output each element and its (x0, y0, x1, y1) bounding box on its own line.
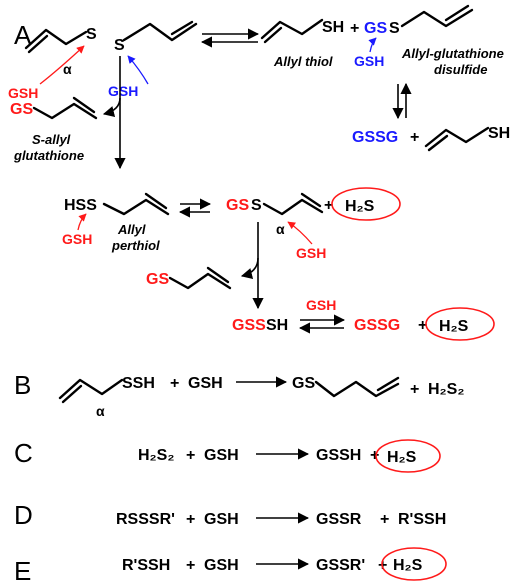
plus-sign: + (324, 197, 333, 214)
gsh-red-label: GSH (62, 231, 92, 247)
h2s2-label: H₂S₂ (138, 447, 174, 464)
alpha-label: α (96, 403, 105, 419)
panel-label-d: D (14, 500, 33, 530)
allyl-perthiol-b: SSH α (58, 375, 155, 419)
s-allyl-glutathione-b: GS (292, 375, 400, 398)
gsh-label: GSH (188, 375, 223, 392)
sh-label: SH (266, 317, 288, 334)
thiol-sh-label: SH (322, 19, 344, 36)
sulfur-label: S (251, 197, 262, 214)
plus-sign: + (350, 20, 359, 37)
alpha-label: α (63, 61, 72, 77)
sulfur-label: S (86, 26, 97, 43)
gssr-prime-label: GSSR' (316, 557, 365, 574)
s-allyl-caption-1: S-allyl (32, 132, 71, 147)
rsssr-label: RSSSR' (116, 511, 175, 528)
h2s-highlight-ring (425, 307, 495, 341)
gsh-blue-label: GSH (354, 53, 384, 69)
h2s-label: H₂S (439, 318, 469, 335)
gsh-label: GSH (204, 511, 239, 528)
sulfur-label: S (389, 20, 400, 37)
plus-sign: + (410, 129, 419, 146)
allyl-glutathione-caption-1: Allyl-glutathione (401, 46, 504, 61)
gss-red-label: GSS (232, 317, 266, 334)
allyl-glutathione-disulfide: GS S Allyl-glutathione disulfide (364, 4, 504, 77)
plus-sign: + (380, 511, 389, 528)
allyl-thiol-caption: Allyl thiol (273, 54, 333, 69)
gsh-red-label: GSH (306, 297, 336, 313)
s-allyl-glutathione-product: GS (146, 266, 232, 290)
h2s-highlight-ring (381, 547, 447, 581)
allyl-glutathione-caption-2: disulfide (434, 62, 487, 77)
h2s2-label: H₂S₂ (428, 381, 464, 398)
panel-label-b: B (14, 370, 31, 400)
panel-label-c: C (14, 438, 33, 468)
s-allyl-caption-2: glutathione (13, 148, 84, 163)
h2s-label: H₂S (387, 449, 417, 466)
plus-sign: + (186, 511, 195, 528)
plus-sign: + (186, 447, 195, 464)
plus-sign: + (170, 375, 179, 392)
thiol-sh-label: SH (488, 125, 510, 142)
gsh-red-label: GSH (8, 85, 38, 101)
gs-red-label: GS (10, 101, 33, 118)
allyl-thiol-product: SH (424, 125, 510, 152)
h2s-label: H₂S (345, 198, 375, 215)
plus-sign: + (410, 381, 419, 398)
rssh-label: R'SSH (122, 557, 170, 574)
gssh-label: GSSH (316, 447, 361, 464)
gssg-red-label: GSSG (354, 317, 400, 334)
ssh-label: SSH (122, 375, 155, 392)
panel-label-a: A (14, 20, 32, 50)
allyl-perthiol-caption-2: perthiol (111, 238, 160, 253)
gsh-label: GSH (204, 557, 239, 574)
plus-sign: + (418, 317, 427, 334)
gsh-blue-label: GSH (108, 83, 138, 99)
gs-label: GS (292, 375, 315, 392)
allyl-thiol: SH Allyl thiol (260, 18, 344, 69)
gs-blue-label: GS (364, 20, 387, 37)
diallyl-disulfide: S S α (24, 20, 198, 77)
panel-label-e: E (14, 556, 31, 583)
h2s-highlight-ring (375, 439, 441, 473)
gssg-blue-label: GSSG (352, 129, 398, 146)
allyl-perthiol: HSS Allyl perthiol (64, 192, 170, 253)
plus-sign: + (370, 447, 379, 464)
gssr-label: GSSR (316, 511, 362, 528)
gs-red-label: GS (226, 197, 249, 214)
h2s-highlight-ring (331, 187, 401, 221)
h2s-label: H₂S (393, 557, 423, 574)
plus-sign: + (186, 557, 195, 574)
rssh-label: R'SSH (398, 511, 446, 528)
s-allyl-glutathione: GS S-allyl glutathione (10, 96, 98, 163)
hss-label: HSS (64, 197, 97, 214)
allyl-perthiol-caption-1: Allyl (117, 222, 146, 237)
sulfur-label: S (114, 37, 125, 54)
gsh-red-label: GSH (296, 245, 326, 261)
alpha-label: α (276, 221, 285, 237)
allyl-gss-intermediate: GS S α (226, 192, 324, 237)
gs-red-label: GS (146, 271, 169, 288)
gsh-label: GSH (204, 447, 239, 464)
